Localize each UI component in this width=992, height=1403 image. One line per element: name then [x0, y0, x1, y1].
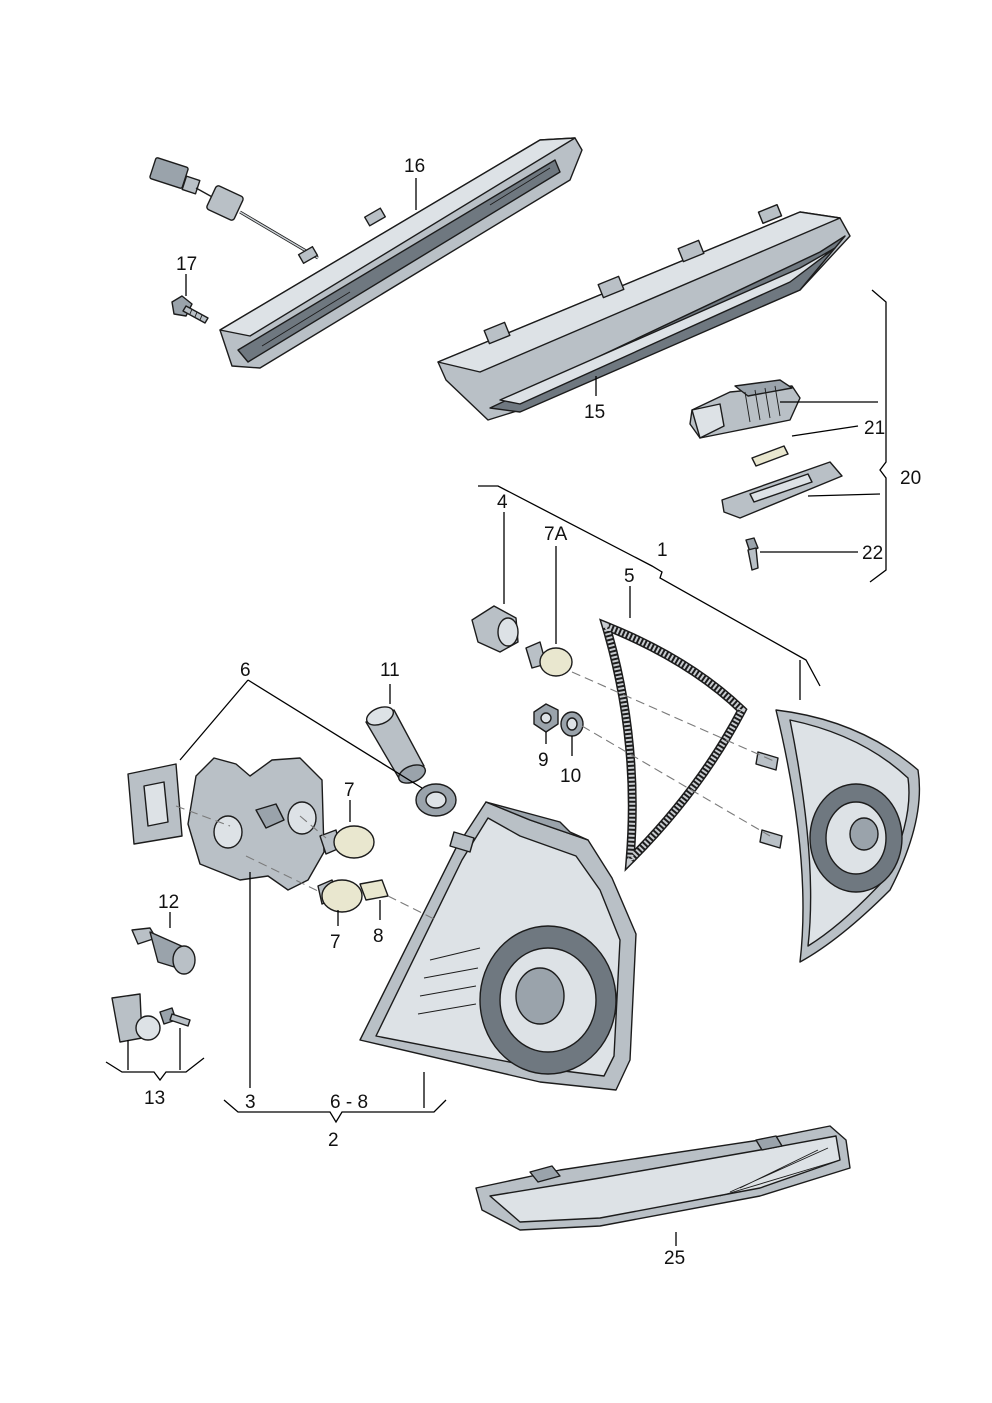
bulb-part-7-upper[interactable] — [319, 825, 375, 859]
callout-5: 5 — [624, 566, 635, 587]
bulb-part-7-lower[interactable] — [317, 879, 363, 913]
callout-13: 13 — [144, 1088, 165, 1109]
callout-4: 4 — [497, 492, 508, 513]
callout-22: 22 — [862, 543, 883, 564]
bulb-part-8[interactable] — [359, 879, 389, 901]
bulb-holder-part-12[interactable] — [131, 927, 196, 975]
nut-part-9[interactable] — [533, 703, 559, 733]
callout-6-8: 6 - 8 — [330, 1092, 368, 1113]
gasket-part-5[interactable] — [599, 618, 748, 872]
callout-10: 10 — [560, 766, 581, 787]
callout-20: 20 — [900, 468, 921, 489]
bulb-part-7A[interactable] — [525, 641, 573, 677]
callout-17: 17 — [176, 254, 197, 275]
lens-part-20[interactable] — [721, 461, 843, 519]
callout-25: 25 — [664, 1248, 685, 1269]
gasket-part-6[interactable] — [127, 763, 457, 845]
callout-16: 16 — [404, 156, 425, 177]
callout-3: 3 — [245, 1092, 256, 1113]
licence-plate-light-part-20[interactable] — [689, 379, 801, 439]
high-level-brake-light-part-16[interactable] — [149, 137, 583, 369]
callout-21: 21 — [864, 418, 885, 439]
callout-7A: 7A — [544, 524, 568, 545]
tail-light-outer-part-2[interactable] — [359, 801, 637, 1091]
assembly-axes — [175, 671, 777, 921]
callout-12: 12 — [158, 892, 179, 913]
screw-part-17[interactable] — [171, 295, 209, 324]
callout-8: 8 — [373, 926, 384, 947]
callout-15: 15 — [584, 402, 605, 423]
callout-7-lower: 7 — [330, 932, 341, 953]
callout-2: 2 — [328, 1130, 339, 1151]
retainer-part-13[interactable] — [111, 993, 191, 1043]
bulb-part-21[interactable] — [751, 445, 789, 467]
high-level-brake-light-part-15[interactable] — [437, 203, 851, 421]
rear-reflector-part-25[interactable] — [475, 1125, 851, 1231]
callout-1: 1 — [657, 540, 668, 561]
socket-part-11[interactable] — [364, 703, 428, 786]
tail-light-inner-part-1[interactable] — [755, 709, 921, 963]
callout-6: 6 — [240, 660, 251, 681]
leader-lines — [105, 178, 887, 1246]
washer-part-10[interactable] — [560, 711, 584, 737]
callout-9: 9 — [538, 750, 549, 771]
callout-labels: 16 17 15 21 20 22 4 7A 1 5 6 11 9 10 7 7… — [144, 156, 921, 1269]
bulb-carrier-part-3[interactable] — [187, 757, 325, 891]
callout-11: 11 — [380, 660, 400, 681]
callout-7-upper: 7 — [344, 780, 355, 801]
screw-part-22[interactable] — [745, 537, 759, 571]
bulb-holder-part-4[interactable] — [471, 605, 519, 653]
